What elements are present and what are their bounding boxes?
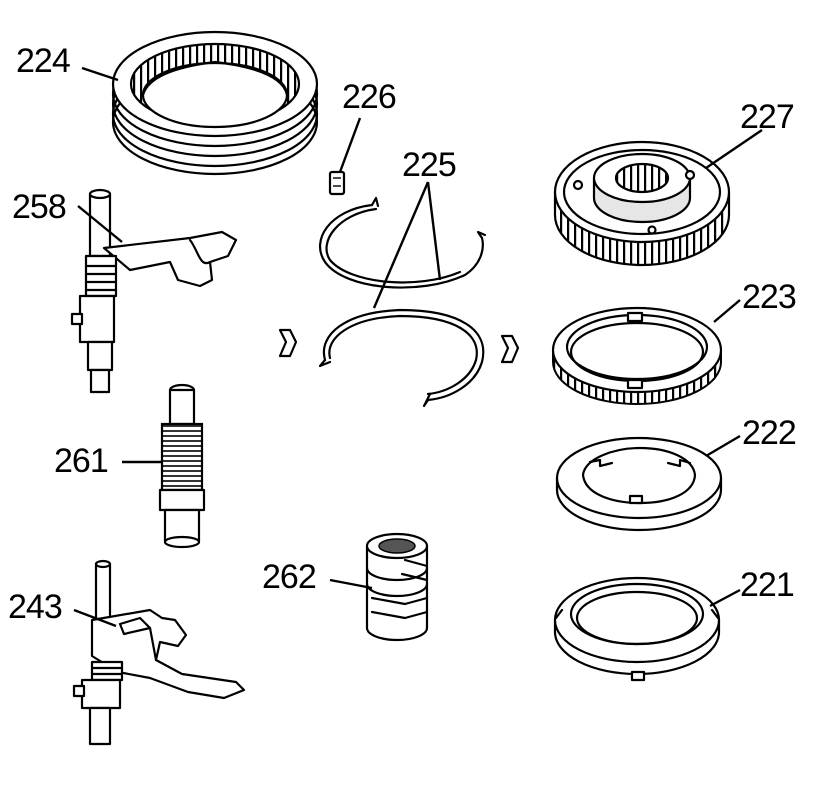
label-262: 262 <box>262 558 316 596</box>
leader-243 <box>73 608 117 628</box>
leader-lines <box>73 66 763 628</box>
part-258-shift-fork <box>70 188 238 394</box>
part-224-synchronizer-sleeve <box>111 30 319 176</box>
part-262-sleeve <box>365 532 429 642</box>
label-222: 222 <box>742 414 796 452</box>
label-224: 224 <box>16 42 70 80</box>
leader-221 <box>709 588 741 608</box>
leader-262 <box>329 578 373 590</box>
label-243: 243 <box>8 588 62 626</box>
leader-223 <box>713 299 741 323</box>
part-223-blocker-ring <box>551 306 723 405</box>
leader-258 <box>77 205 123 243</box>
leader-225a <box>372 181 430 309</box>
label-223: 223 <box>742 278 796 316</box>
label-227: 227 <box>740 98 794 136</box>
leader-226 <box>338 117 362 173</box>
part-221-outer-ring <box>553 576 721 682</box>
part-243-shift-fork <box>72 559 246 746</box>
part-226-key <box>328 170 346 196</box>
leader-222 <box>705 434 741 458</box>
leader-227 <box>705 129 763 169</box>
part-225-snap-ring-lower <box>318 308 485 408</box>
leader-225b <box>426 181 442 281</box>
label-221: 221 <box>740 566 794 604</box>
part-225-clip-left <box>278 328 298 358</box>
part-227-synchronizer-hub <box>553 140 731 267</box>
part-225-snap-ring-upper <box>319 196 487 289</box>
label-225: 225 <box>402 146 456 184</box>
leader-224 <box>81 66 119 82</box>
label-226: 226 <box>342 78 396 116</box>
label-258: 258 <box>12 188 66 226</box>
part-222-synchronizer-cone <box>555 436 723 532</box>
part-225-clip-right <box>500 334 520 364</box>
label-261: 261 <box>54 442 108 480</box>
part-261-splined-shaft <box>158 383 206 549</box>
